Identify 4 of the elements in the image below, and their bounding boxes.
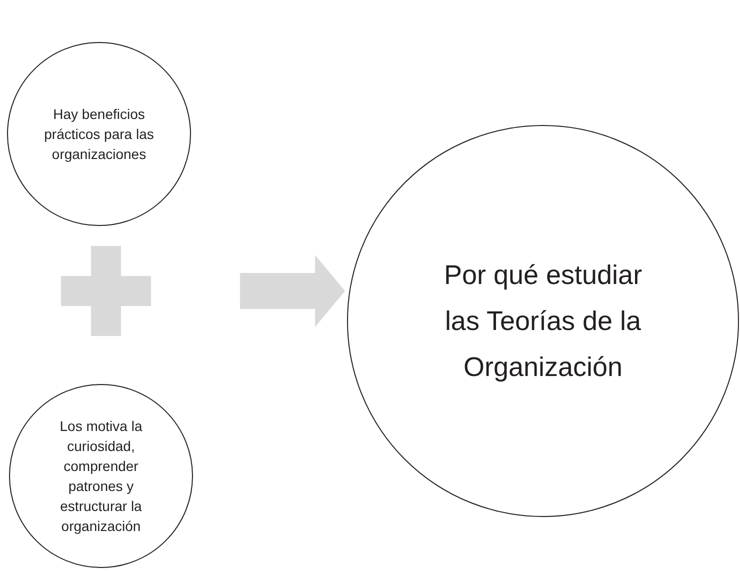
- node-text: Los motiva la curiosidad, comprender patrones y estructurar la organización: [58, 417, 144, 536]
- block-arrow: [240, 255, 345, 327]
- node-text: Por qué estudiar las Teorías de la Organización: [443, 259, 643, 384]
- node-text: Hay beneficios prácticos para las organizaciones: [43, 105, 155, 164]
